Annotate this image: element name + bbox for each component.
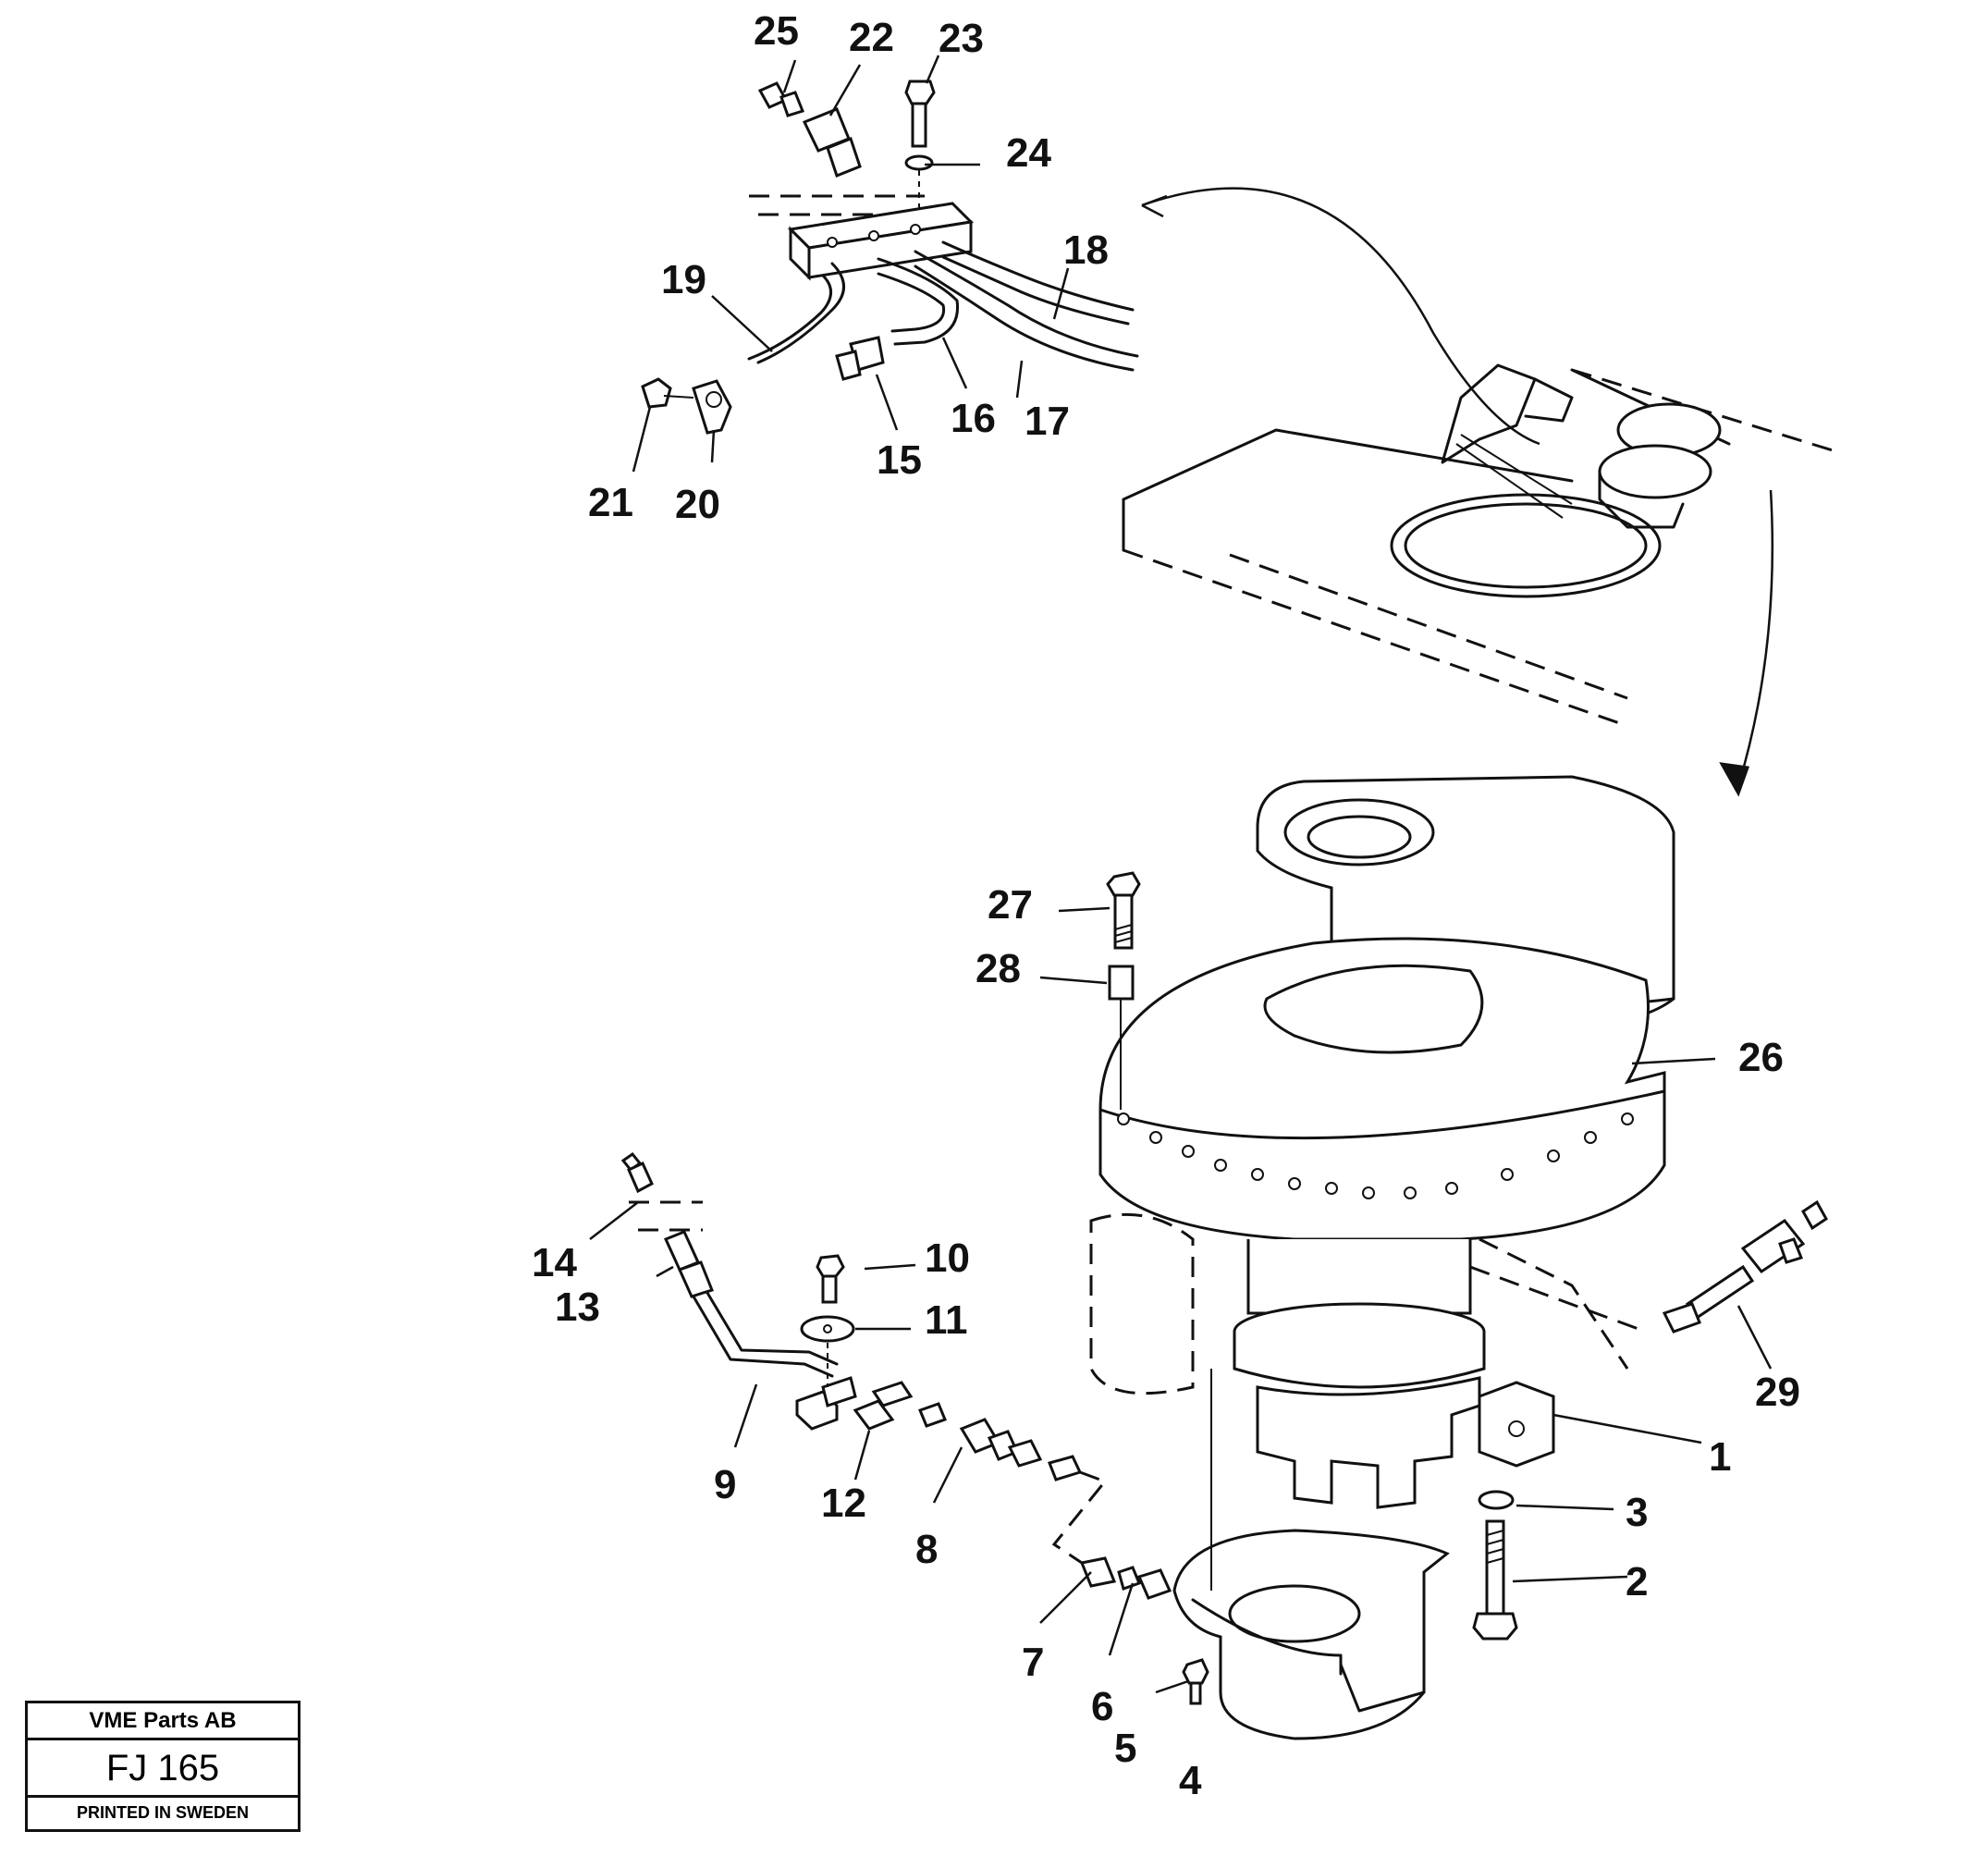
callout-14: 14	[532, 1240, 577, 1285]
callout-4: 4	[1179, 1758, 1202, 1803]
pipe-18	[941, 240, 1135, 312]
leader-lines	[589, 55, 1773, 1694]
cover-4	[1172, 1529, 1450, 1740]
callout-25: 25	[754, 8, 799, 54]
screw-21	[641, 377, 672, 409]
lube-line-group	[620, 1151, 1172, 1600]
bolt-27	[1106, 871, 1141, 897]
grease-line-29	[1469, 1199, 1828, 1334]
callout-21: 21	[588, 480, 633, 525]
callout-16: 16	[951, 396, 996, 441]
flange-bolt-holes	[1117, 1112, 1634, 1199]
callout-6: 6	[1091, 1684, 1113, 1729]
callout-1: 1	[1709, 1434, 1731, 1480]
lube-manifold-group	[641, 80, 1139, 435]
pinion-gear	[1256, 1376, 1481, 1509]
callout-11: 11	[925, 1297, 968, 1343]
callout-18: 18	[1063, 227, 1109, 273]
title-block: VME Parts AB FJ 165 PRINTED IN SWEDEN	[25, 1701, 301, 1832]
callout-15: 15	[877, 437, 922, 483]
swing-gearbox-26	[1089, 775, 1675, 1509]
callout-20: 20	[675, 482, 720, 527]
callout-10: 10	[925, 1235, 970, 1281]
callout-3: 3	[1626, 1490, 1648, 1535]
pipe-16	[877, 257, 960, 346]
washer-24	[904, 154, 934, 171]
gearbox-shaft	[1246, 1239, 1472, 1315]
callout-17: 17	[1025, 399, 1070, 444]
extension-tube-29	[1685, 1264, 1755, 1321]
callout-29: 29	[1755, 1370, 1800, 1415]
frame-plate	[1122, 428, 1574, 501]
callout-12: 12	[821, 1481, 866, 1526]
bolt-2-washer-3	[1472, 1490, 1518, 1641]
callout-9: 9	[714, 1462, 736, 1507]
pipe-19	[756, 262, 845, 364]
callout-23: 23	[939, 16, 984, 61]
grease-nipple-25	[757, 81, 789, 109]
gearbox-top-recess	[1263, 964, 1484, 1054]
bracket	[1441, 363, 1537, 464]
callout-labels: 1 2 3 4 5 6 7 8 9 10 11 12 13 14 15 16 1…	[532, 8, 1800, 1803]
callout-24: 24	[1006, 130, 1051, 176]
pinion-cover-4	[1172, 1369, 1450, 1740]
callout-7: 7	[1022, 1640, 1044, 1685]
drawing-code: FJ 165	[28, 1740, 298, 1798]
callout-27: 27	[988, 882, 1033, 928]
callout-19: 19	[661, 257, 706, 302]
callout-8: 8	[915, 1527, 938, 1572]
callout-22: 22	[849, 15, 894, 60]
callout-2: 2	[1626, 1559, 1648, 1604]
washer-3	[1478, 1490, 1515, 1510]
frame-detail-group	[1122, 187, 1836, 797]
callout-13: 13	[555, 1284, 600, 1330]
spacer-28	[1108, 965, 1135, 1001]
company-name: VME Parts AB	[28, 1703, 298, 1740]
printed-note: PRINTED IN SWEDEN	[76, 1803, 249, 1822]
callout-26: 26	[1738, 1035, 1784, 1080]
pipe-7	[1079, 1556, 1117, 1588]
sleeve-12	[853, 1399, 895, 1431]
connector-6	[1117, 1566, 1141, 1591]
callout-28: 28	[976, 946, 1021, 991]
bolt-10	[816, 1254, 845, 1278]
callout-5: 5	[1114, 1726, 1136, 1771]
pipe-17	[914, 250, 1139, 358]
screw-5	[1182, 1658, 1209, 1685]
gearbox-main-body	[1098, 937, 1666, 1241]
ring-opening	[1390, 493, 1662, 598]
bolt-23	[904, 80, 936, 105]
hose-9	[692, 1295, 834, 1378]
bolt-27-spacer-28	[1106, 871, 1141, 1110]
